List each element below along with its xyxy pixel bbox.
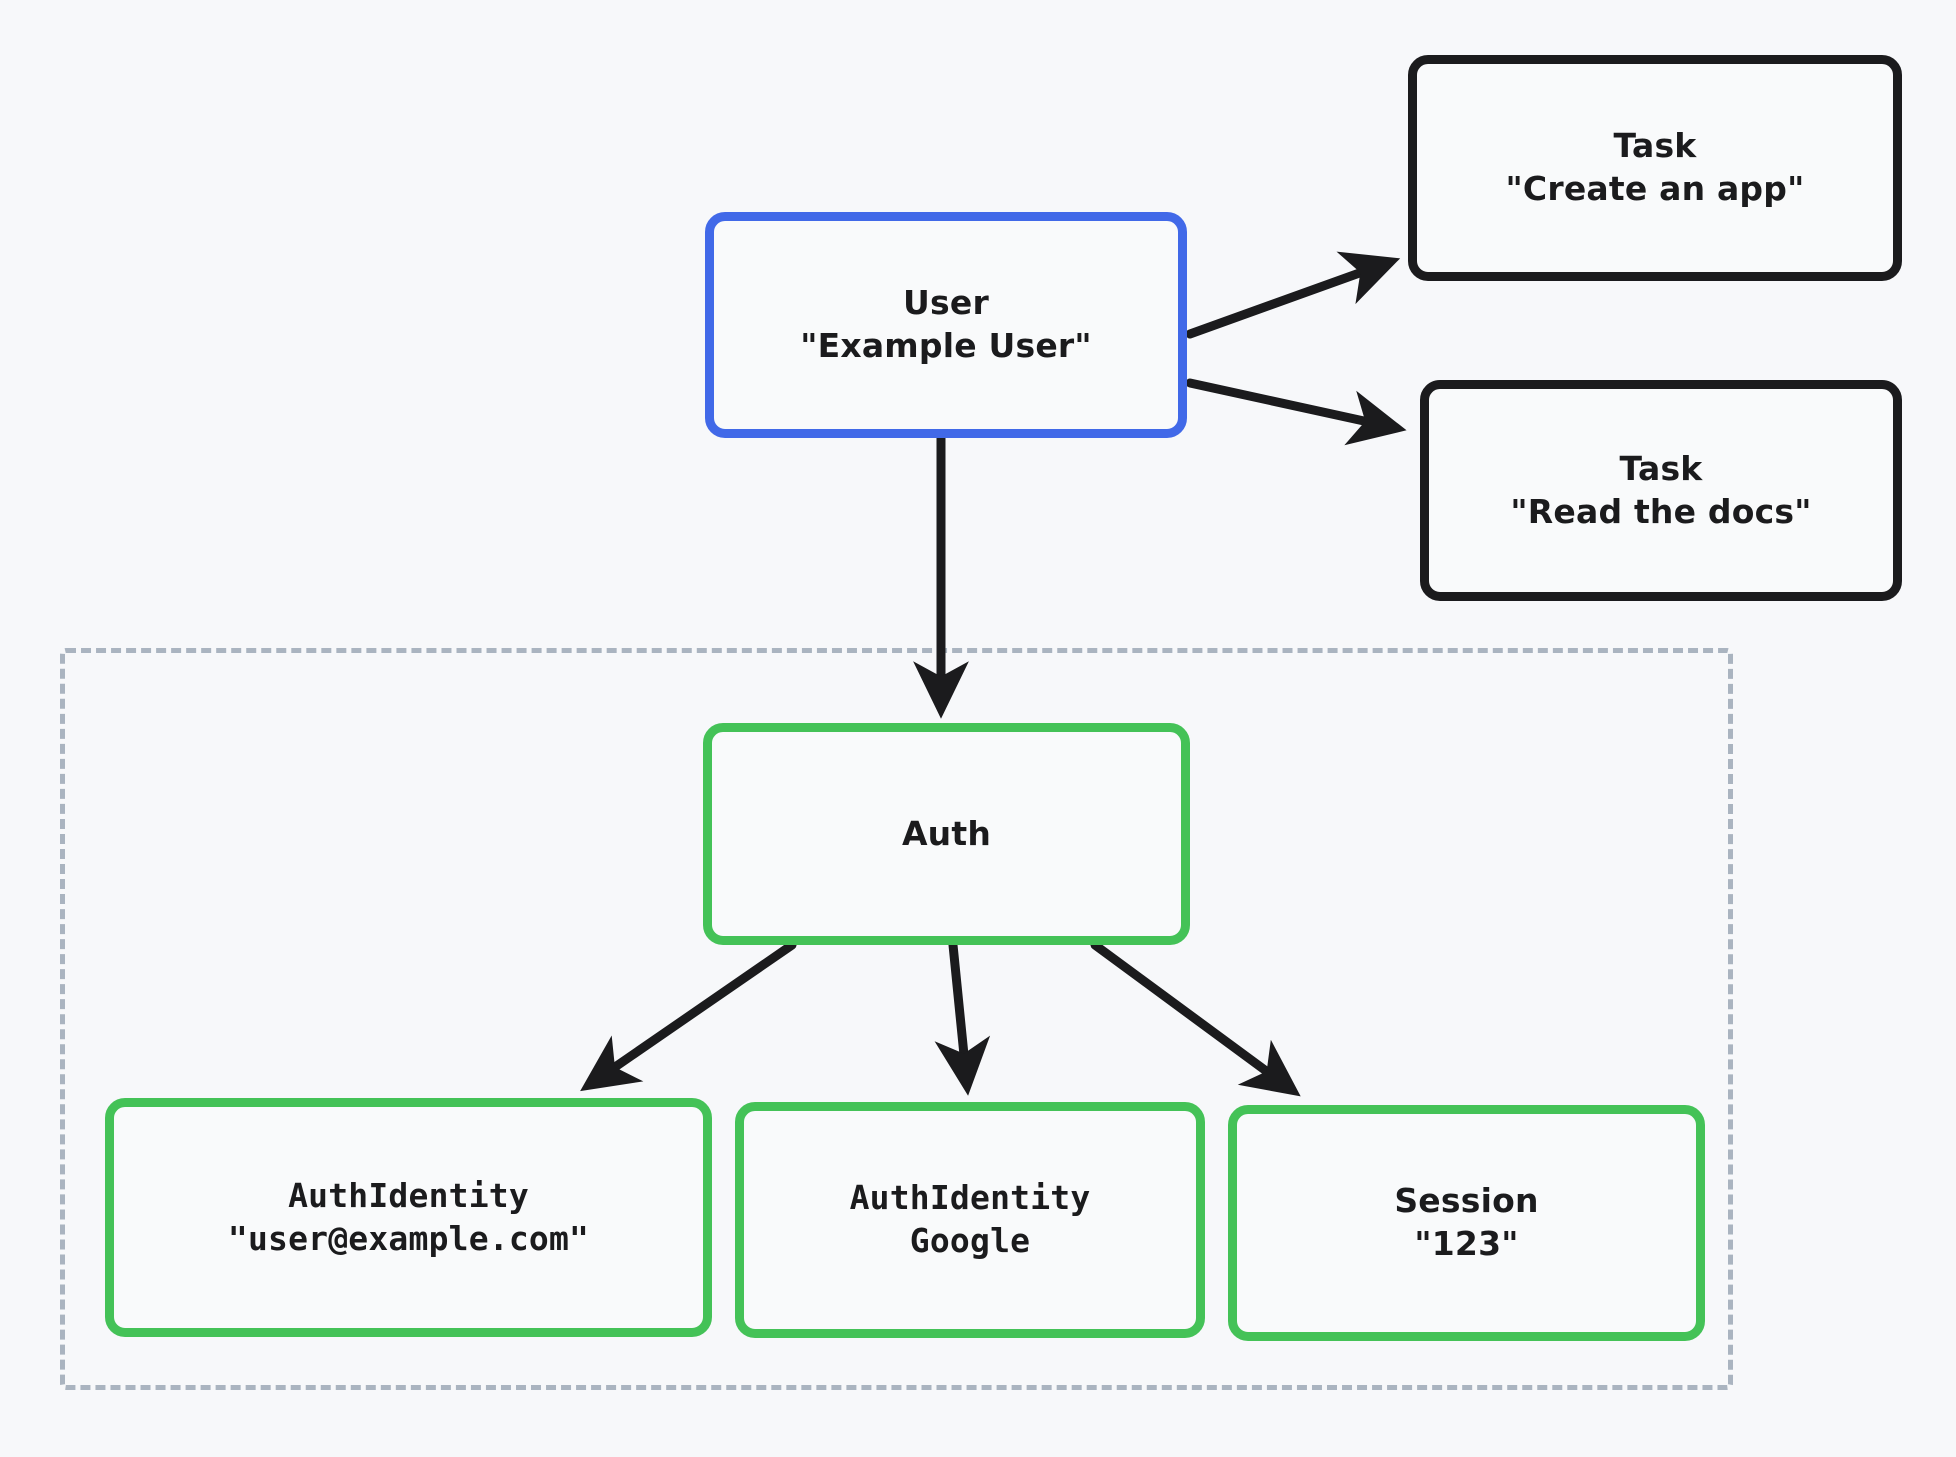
node-user[interactable]: User "Example User" <box>705 212 1187 438</box>
node-task-1-value: "Create an app" <box>1505 169 1805 208</box>
node-authid-1-type: AuthIdentity <box>288 1175 529 1215</box>
node-session-type: Session <box>1394 1181 1539 1221</box>
node-auth-type: Auth <box>901 813 992 853</box>
node-task-2-value: "Read the docs" <box>1510 491 1812 531</box>
node-authidentity-google[interactable]: AuthIdentity Google <box>735 1102 1205 1338</box>
node-user-type: User <box>903 283 989 323</box>
edge-user-to-task-create <box>1185 251 1401 339</box>
node-task-create-an-app[interactable]: Task "Create an app" <box>1408 55 1902 281</box>
node-session-value: "123" <box>1414 1224 1519 1263</box>
node-authid-1-value: "user@example.com" <box>227 1218 590 1258</box>
node-task-2-type: Task <box>1619 448 1703 488</box>
node-authidentity-email[interactable]: AuthIdentity "user@example.com" <box>105 1098 712 1337</box>
node-authid-2-value: Google <box>909 1221 1031 1260</box>
node-session[interactable]: Session "123" <box>1228 1105 1705 1341</box>
auth-group-container <box>60 648 1733 1390</box>
edge-user-to-task-read <box>1185 378 1407 446</box>
node-task-read-the-docs[interactable]: Task "Read the docs" <box>1420 380 1902 601</box>
node-user-value: "Example User" <box>800 326 1092 365</box>
node-task-1-type: Task <box>1613 126 1697 166</box>
node-auth[interactable]: Auth <box>703 723 1190 945</box>
node-authid-2-type: AuthIdentity <box>849 1178 1091 1218</box>
